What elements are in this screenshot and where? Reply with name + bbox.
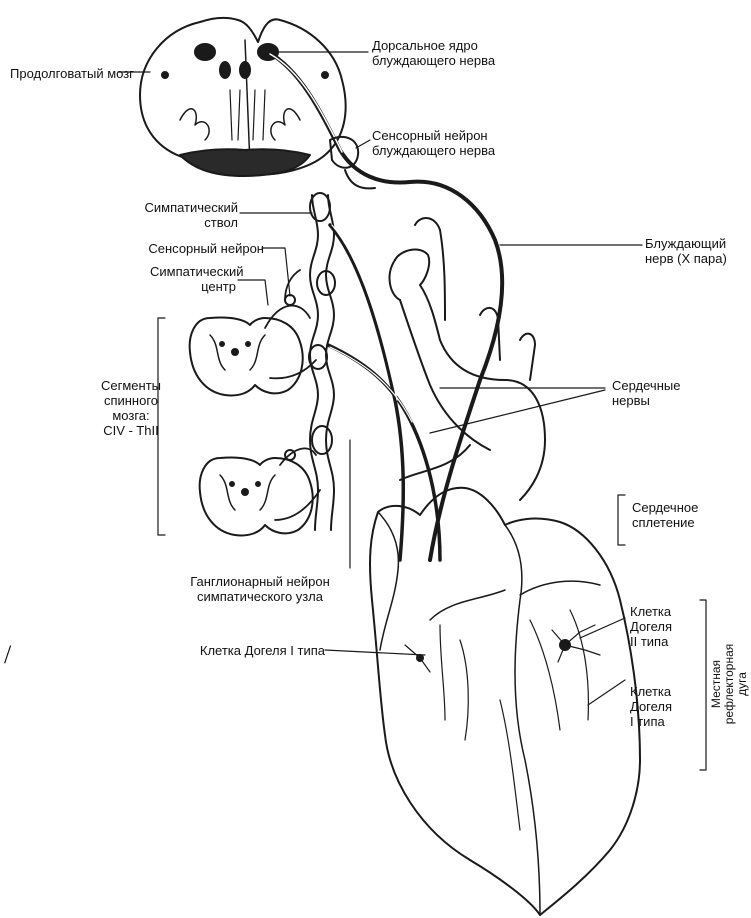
- label-sensory-neuron: Сенсорный нейрон: [128, 241, 264, 256]
- label-dogiel-type1-left: Клетка Догеля I типа: [180, 643, 325, 658]
- label-cardiac-plexus: Сердечное сплетение: [632, 500, 732, 530]
- dogiel-type2-line-1: Клетка: [630, 604, 690, 619]
- label-local-reflex-arc: Местная рефлекторная дуга: [710, 596, 750, 772]
- spinal-segments-line-3: мозга:: [100, 408, 162, 423]
- sympathetic-trunk: [309, 193, 335, 530]
- label-cardiac-nerves: Сердечные нервы: [612, 378, 702, 408]
- local-arc-line-3: дуга: [736, 596, 749, 772]
- ganglionic-neuron-line-1: Ганглионарный нейрон: [165, 574, 355, 589]
- medulla-section: [140, 18, 346, 176]
- label-sympathetic-trunk: Симпатический ствол: [140, 200, 238, 230]
- label-sensory-vagus: Сенсорный нейрон блуждающего нерва: [372, 128, 522, 158]
- label-sympathetic-center: Симпатический центр: [150, 264, 236, 294]
- label-ganglionic-neuron: Ганглионарный нейрон симпатического узла: [165, 574, 355, 604]
- spinal-segment-lower: [200, 448, 320, 535]
- stray-mark: /: [4, 640, 11, 670]
- ganglionic-neuron-line-2: симпатического узла: [165, 589, 355, 604]
- spinal-segments-line-4: CIV - ThII: [100, 423, 162, 438]
- label-vagus-nerve: Блуждающий нерв (X пара): [645, 236, 745, 266]
- heart: [370, 488, 640, 915]
- dogiel-type1-right-line-2: Догеля: [630, 699, 690, 714]
- label-dorsal-nucleus: Дорсальное ядро блуждающего нерва: [372, 38, 522, 68]
- label-spinal-segments: Сегменты спинного мозга: CIV - ThII: [100, 378, 162, 438]
- dogiel-cells: [405, 625, 600, 672]
- dogiel-type1-right-line-3: I типа: [630, 714, 690, 729]
- dogiel-type2-line-3: II типа: [630, 634, 690, 649]
- great-vessels: [390, 218, 545, 500]
- label-dogiel-type1-right: Клетка Догеля I типа: [630, 684, 690, 729]
- cardiac-nerve-2: [328, 345, 440, 560]
- spinal-segments-line-1: Сегменты: [100, 378, 162, 393]
- label-dogiel-type2: Клетка Догеля II типа: [630, 604, 690, 649]
- dogiel-type1-right-line-1: Клетка: [630, 684, 690, 699]
- label-medulla: Продолговатый мозг: [10, 66, 118, 81]
- dogiel-type2-line-2: Догеля: [630, 619, 690, 634]
- spinal-segments-line-2: спинного: [100, 393, 162, 408]
